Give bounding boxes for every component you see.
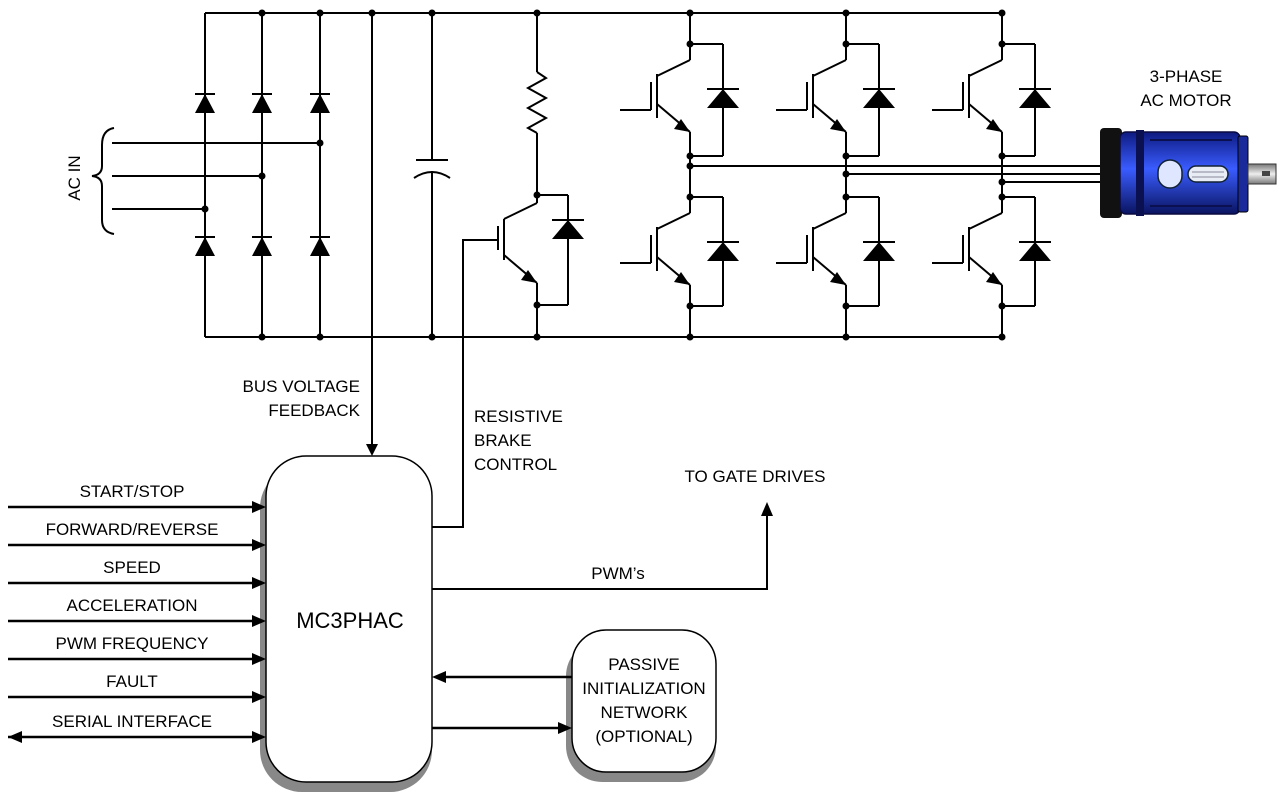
input-signals: START/STOP FORWARD/REVERSE SPEED ACCELERATI…	[8, 482, 266, 743]
igbt-upper-3	[932, 40, 1051, 170]
motor-label-line1: 3-PHASE	[1150, 67, 1223, 86]
input-signal-6: FAULT	[8, 672, 266, 703]
input-signal-label: FAULT	[106, 672, 158, 691]
bus-voltage-line	[366, 9, 378, 456]
brake-resistor	[525, 9, 549, 195]
igbt-upper-1	[620, 40, 739, 170]
input-signal-4: ACCELERATION	[8, 596, 266, 627]
input-signal-label: FORWARD/REVERSE	[46, 520, 219, 539]
input-signal-label: PWM FREQUENCY	[56, 634, 209, 653]
diode-lower-3	[310, 236, 330, 256]
phase-output-lines	[690, 165, 1105, 183]
passive-to-controller-arrow	[432, 671, 572, 683]
passive-network-block	[566, 629, 717, 782]
gate-drives-label: TO GATE DRIVES	[684, 467, 825, 486]
motor-label-line2: AC MOTOR	[1140, 91, 1231, 110]
ac-motor	[1100, 128, 1277, 218]
passive-label-line3: NETWORK	[601, 703, 689, 722]
bus-capacitor	[413, 9, 451, 341]
igbt-upper-2	[776, 40, 895, 170]
input-signal-label: START/STOP	[80, 482, 185, 501]
igbt-lower-2	[776, 193, 895, 320]
brake-label-line1: RESISTIVE	[474, 407, 563, 426]
ac-in-brace	[91, 127, 115, 235]
brake-control-line	[430, 239, 498, 528]
igbt-lower-1	[620, 193, 739, 320]
bus-voltage-label-line1: BUS VOLTAGE	[243, 377, 360, 396]
controller-to-passive-arrow	[432, 722, 572, 734]
brake-igbt	[497, 191, 584, 341]
passive-label-line1: PASSIVE	[608, 655, 680, 674]
input-signal-label: ACCELERATION	[67, 596, 198, 615]
rectifier-bridge	[112, 9, 330, 341]
input-signal-7: SERIAL INTERFACE	[8, 712, 266, 743]
pwm-output-line	[432, 502, 773, 590]
diode-upper-2	[252, 93, 272, 113]
bus-voltage-label-line2: FEEDBACK	[268, 401, 360, 420]
input-signal-label: SERIAL INTERFACE	[52, 712, 212, 731]
diode-upper-3	[310, 93, 330, 113]
brake-label-line3: CONTROL	[474, 455, 557, 474]
pwm-label: PWM’s	[591, 564, 645, 583]
input-signal-2: FORWARD/REVERSE	[8, 520, 266, 551]
controller-block	[260, 455, 433, 792]
inverter-bridge	[620, 9, 1051, 341]
input-signal-3: SPEED	[8, 558, 266, 589]
input-signal-5: PWM FREQUENCY	[8, 634, 266, 665]
input-signal-label: SPEED	[103, 558, 161, 577]
controller-label: MC3PHAC	[296, 608, 404, 633]
diode-upper-1	[195, 93, 215, 113]
ac-in-label: AC IN	[65, 155, 84, 200]
brake-label-line2: BRAKE	[474, 431, 532, 450]
diode-lower-2	[252, 236, 272, 256]
passive-label-line2: INITIALIZATION	[582, 679, 705, 698]
igbt-lower-3	[932, 193, 1051, 320]
input-signal-1: START/STOP	[8, 482, 266, 513]
passive-label-line4: (OPTIONAL)	[595, 727, 692, 746]
diode-lower-1	[195, 236, 215, 256]
